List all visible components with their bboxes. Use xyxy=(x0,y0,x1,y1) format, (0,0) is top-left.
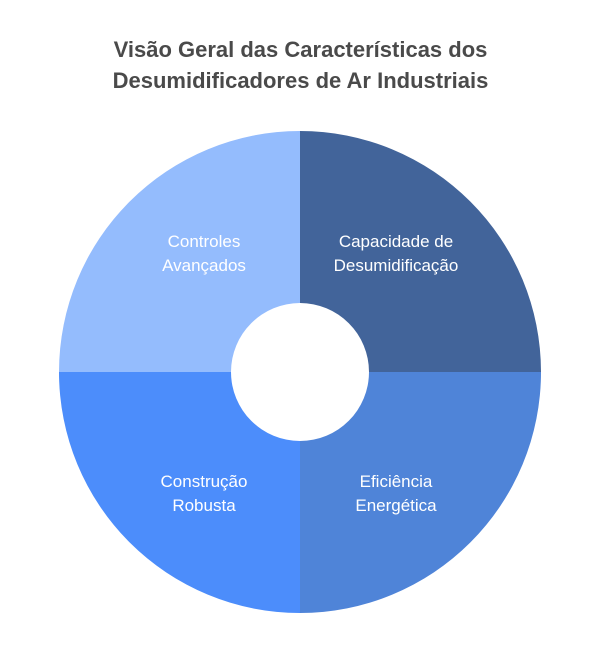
segment-eficiencia-label-1: Eficiência xyxy=(360,472,433,491)
segment-construcao-label-2: Robusta xyxy=(172,496,236,515)
title-line-2: Desumidificadores de Ar Industriais xyxy=(112,68,489,93)
segment-controles-label-2: Avançados xyxy=(162,256,246,275)
segment-capacidade-label-1: Capacidade de xyxy=(339,232,453,251)
segment-construcao xyxy=(59,372,300,613)
segment-eficiencia xyxy=(300,372,541,613)
diagram-title: Visão Geral das Características dos Desu… xyxy=(0,34,601,96)
segment-controles-label-1: Controles xyxy=(168,232,241,251)
segment-eficiencia-label-2: Energética xyxy=(355,496,437,515)
title-line-1: Visão Geral das Características dos xyxy=(113,37,488,62)
segment-capacidade xyxy=(300,131,541,372)
segment-controles xyxy=(59,131,300,372)
segment-capacidade-label-2: Desumidificação xyxy=(334,256,459,275)
segment-construcao-label-1: Construção xyxy=(161,472,248,491)
